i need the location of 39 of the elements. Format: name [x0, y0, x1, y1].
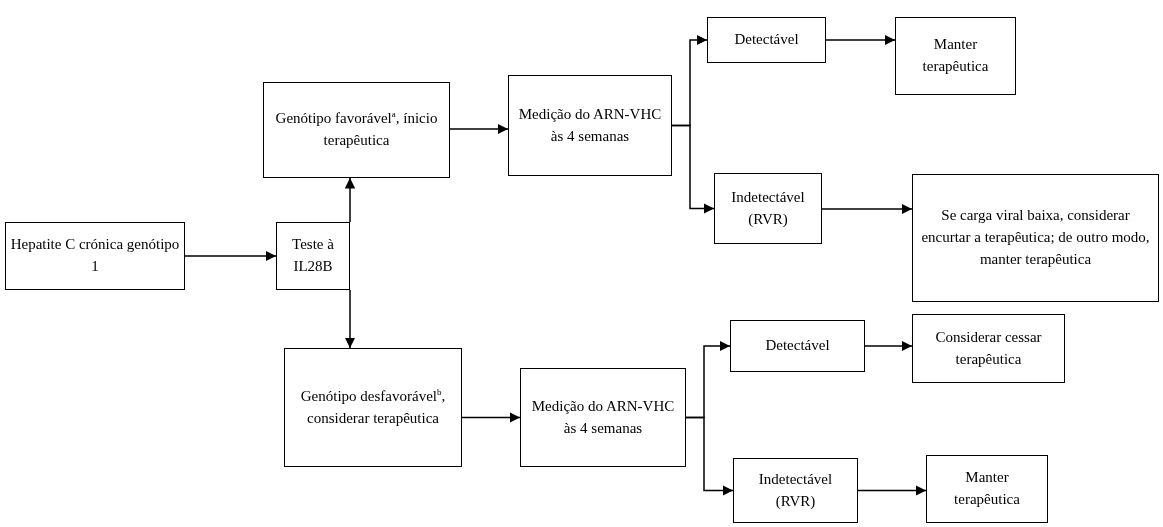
box-text: Manter terapêutica	[953, 468, 1021, 509]
box-text: Detectável	[734, 30, 799, 50]
arrow	[864, 340, 913, 352]
process-box	[733, 458, 858, 523]
process-box	[895, 17, 1016, 95]
process-box	[912, 314, 1065, 383]
process-box	[707, 17, 826, 63]
box-text: Genótipo favorável$^{a}$, ínicio terapêutica	[274, 108, 439, 150]
arrow	[685, 416, 734, 496]
box-text: Hepatite C crónica genótipo 1	[10, 235, 180, 276]
process-box	[508, 75, 672, 176]
box-text: Manter terapêutica	[921, 35, 990, 76]
process-box	[520, 368, 686, 467]
arrow	[825, 34, 896, 46]
process-box	[912, 174, 1159, 302]
process-box	[926, 455, 1048, 523]
process-box	[276, 222, 350, 290]
box-text: Considerar cessar terapêutica	[934, 327, 1043, 369]
process-box	[263, 82, 450, 178]
process-box	[5, 222, 185, 290]
box-text: Teste à IL28B	[291, 235, 335, 276]
arrow	[344, 289, 356, 349]
box-text: Genótipo desfavorável$^{b}$, considerar terapêutica	[299, 385, 447, 428]
box-text: Indetectável (RVR)	[757, 469, 834, 511]
box-text: Se carga viral baixa, considerar encurtar a terapêutica; de outro modo, manter terapêutica	[920, 206, 1151, 269]
arrow	[184, 250, 277, 262]
arrow	[857, 485, 927, 496]
arrow	[821, 203, 913, 215]
box-text: Detectável	[765, 336, 830, 356]
arrow	[671, 124, 715, 214]
process-box	[730, 320, 865, 372]
box-text: Medição do ARN-VHC às 4 semanas	[530, 396, 676, 438]
arrow	[344, 177, 356, 223]
arrow	[461, 412, 521, 423]
box-text: Medição do ARN-VHC às 4 semanas	[517, 104, 663, 146]
arrow	[449, 123, 509, 135]
box-text: Indetectável (RVR)	[730, 187, 806, 229]
process-box	[284, 348, 462, 467]
process-box	[714, 173, 822, 244]
